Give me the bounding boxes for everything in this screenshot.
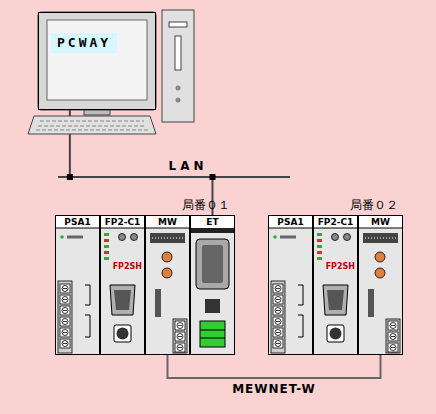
power-module: PSA1 bbox=[268, 215, 313, 355]
personal-computer bbox=[176, 98, 181, 103]
module-name: MW bbox=[359, 217, 402, 228]
plc-rack-units bbox=[100, 215, 145, 355]
plc-rack: PSA1FP2-C1FP2SHMW局番０２ bbox=[268, 215, 403, 355]
module-name: FP2-C1 bbox=[101, 217, 144, 228]
module-name: PSA1 bbox=[56, 217, 99, 228]
personal-computer bbox=[84, 110, 110, 115]
link-module: MW bbox=[358, 215, 403, 355]
personal-computer bbox=[28, 116, 156, 134]
personal-computer bbox=[175, 36, 181, 70]
junction-dot bbox=[210, 174, 216, 180]
plc-rack-units bbox=[190, 215, 235, 355]
plc-rack-units bbox=[268, 215, 313, 355]
cpu-module: FP2-C1FP2SH bbox=[100, 215, 145, 355]
power-module: PSA1 bbox=[55, 215, 100, 355]
pc-monitor: PCWAY bbox=[38, 12, 156, 110]
junction-dot bbox=[67, 174, 73, 180]
lan-bus-stub bbox=[213, 176, 291, 178]
personal-computer bbox=[176, 86, 181, 91]
plc-rack: PSA1FP2-C1FP2SHMWET局番０１ bbox=[55, 215, 235, 355]
plc-rack-units bbox=[145, 215, 190, 355]
personal-computer bbox=[162, 10, 194, 122]
personal-computer bbox=[28, 10, 194, 134]
plc-rack-units bbox=[358, 215, 403, 355]
cpu-module: FP2-C1FP2SH bbox=[313, 215, 358, 355]
model-name: FP2SH bbox=[101, 262, 144, 272]
plc-rack-units bbox=[55, 215, 100, 355]
station-number: 局番０２ bbox=[269, 197, 402, 213]
model-name: FP2SH bbox=[314, 262, 357, 272]
cable-label: LAN bbox=[167, 159, 210, 173]
plc-rack-units bbox=[55, 215, 403, 355]
personal-computer bbox=[47, 20, 147, 100]
cable-label: MEWNET-W bbox=[230, 382, 318, 396]
module-name: MW bbox=[146, 217, 189, 228]
software-name: PCWAY bbox=[51, 33, 117, 53]
link-module: MW bbox=[145, 215, 190, 355]
plc-rack-units bbox=[313, 215, 358, 355]
personal-computer bbox=[169, 22, 187, 27]
personal-computer bbox=[38, 12, 156, 110]
module-name: ET bbox=[191, 217, 234, 228]
mewnet-cable bbox=[168, 355, 381, 378]
station-number: 局番０１ bbox=[56, 197, 234, 213]
ethernet-module: ET bbox=[190, 215, 235, 355]
module-name: PSA1 bbox=[269, 217, 312, 228]
module-name: FP2-C1 bbox=[314, 217, 357, 228]
personal-computer bbox=[36, 121, 148, 130]
